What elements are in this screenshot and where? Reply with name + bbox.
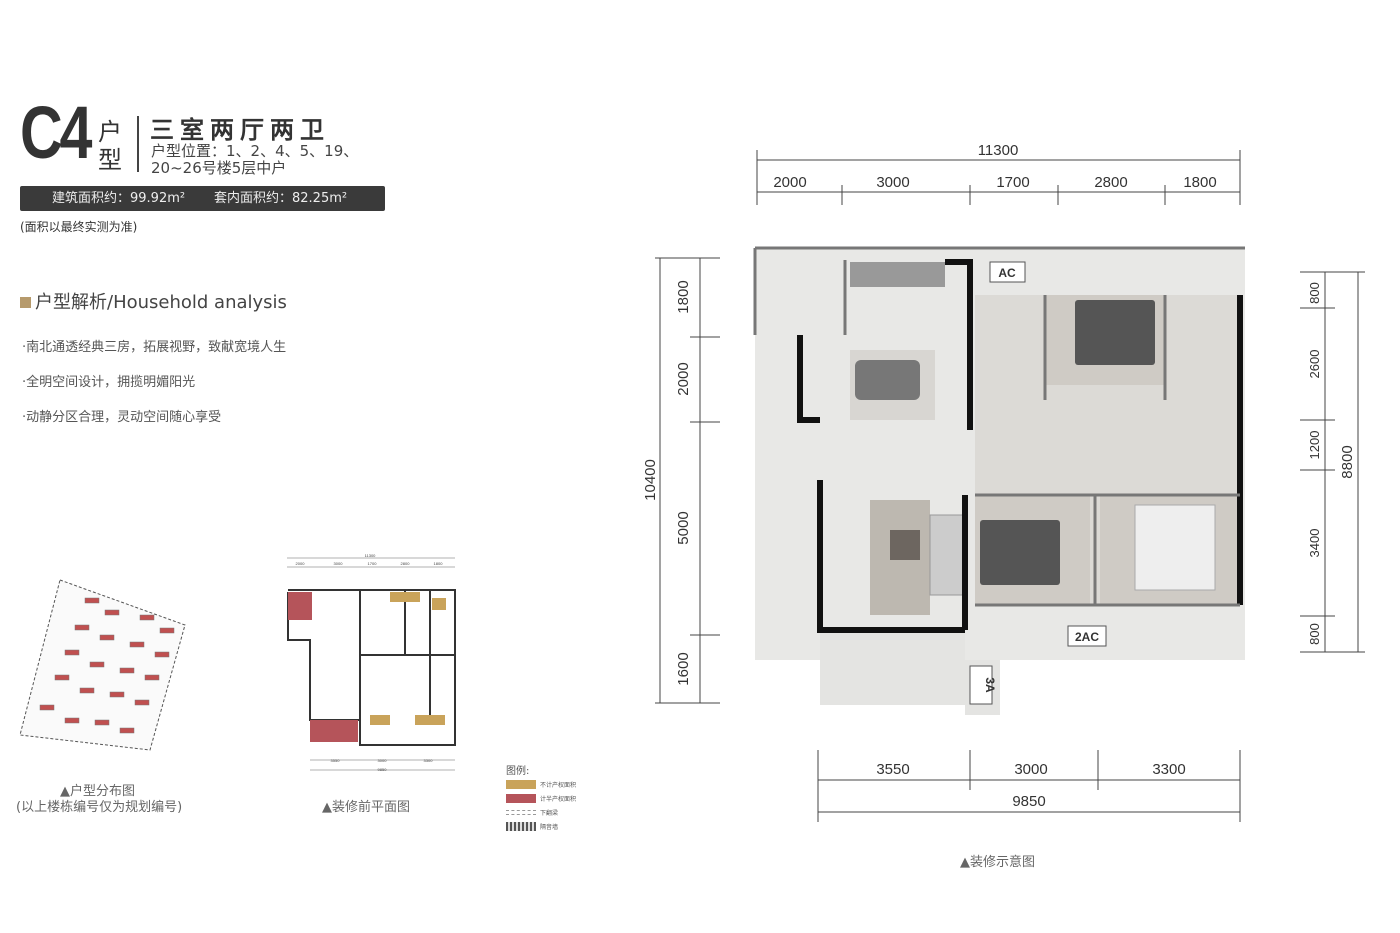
dim-right: 3400 xyxy=(1307,529,1322,558)
dim-label: 2800 xyxy=(401,561,411,566)
dim-right: 2600 xyxy=(1307,350,1322,379)
ac-label: AC xyxy=(998,266,1016,280)
dim-top: 2000 xyxy=(773,174,806,191)
dim-left: 5000 xyxy=(675,511,692,544)
dim-bottom: 3000 xyxy=(1014,761,1047,778)
legend-label: 计半产权面积 xyxy=(540,795,577,803)
dim-left: 2000 xyxy=(675,362,692,395)
dim-top-total: 11300 xyxy=(978,142,1019,159)
legend-label: 隔音墙 xyxy=(540,823,559,831)
site-map xyxy=(19,579,186,751)
area-bar: 建筑面积约：99.92m² 套内面积约：82.25m² xyxy=(20,186,385,211)
dim-top: 1800 xyxy=(1183,174,1216,191)
layout-title: 三室两厅两卫 xyxy=(150,116,330,144)
building-area: 建筑面积约：99.92m² xyxy=(52,191,186,206)
legend-item: 下翻梁 xyxy=(506,805,576,819)
legend-swatch xyxy=(506,821,536,831)
legend-item: 不计产权面积 xyxy=(506,777,576,791)
dim-label: 3000 xyxy=(334,561,344,566)
dim-right-total: 8800 xyxy=(1339,445,1356,478)
inner-area: 套内面积约：82.25m² xyxy=(214,191,348,206)
analysis-point: ·动静分区合理，灵动空间随心享受 xyxy=(22,410,222,425)
dim-right: 1200 xyxy=(1307,431,1322,460)
dim-label: 9850 xyxy=(378,767,388,772)
dim-left: 1800 xyxy=(675,280,692,313)
dim-bottom: 3550 xyxy=(876,761,909,778)
analysis-heading: 户型解析/Household analysis xyxy=(20,288,287,314)
area-note: (面积以最终实测为准) xyxy=(20,220,138,234)
square-icon xyxy=(20,297,31,308)
legend-label: 下翻梁 xyxy=(540,809,559,817)
dim-label: 2000 xyxy=(296,561,306,566)
legend-item: 隔音墙 xyxy=(506,819,576,833)
analysis-heading-text: 户型解析/Household analysis xyxy=(35,292,287,313)
site-map-caption: ▲户型分布图 xyxy=(60,784,135,799)
dim-top: 3000 xyxy=(876,174,909,191)
dim-label: 11300 xyxy=(365,553,377,558)
dim-label: 1700 xyxy=(368,561,378,566)
dim-label: 1800 xyxy=(434,561,444,566)
dim-label: 3300 xyxy=(424,758,434,763)
site-map-subcaption: (以上楼栋编号仅为规划编号) xyxy=(16,800,183,815)
analysis-point: ·南北通透经典三房，拓展视野，致献宽境人生 xyxy=(22,340,287,355)
unit-suffix: 户型 xyxy=(98,118,122,174)
ac-label: 3A xyxy=(983,677,997,693)
main-plan-caption: ▲装修示意图 xyxy=(960,855,1035,870)
dim-bottom: 3300 xyxy=(1152,761,1185,778)
dim-bottom-total: 9850 xyxy=(1012,793,1045,810)
dim-top: 2800 xyxy=(1094,174,1127,191)
dim-label: 3000 xyxy=(378,758,388,763)
legend-swatch xyxy=(506,809,536,815)
dim-right: 800 xyxy=(1307,282,1322,304)
pre-plan-caption: ▲装修前平面图 xyxy=(322,800,410,815)
legend-label: 不计产权面积 xyxy=(540,781,577,789)
dim-top: 1700 xyxy=(996,174,1029,191)
dim-left-total: 10400 xyxy=(642,459,659,501)
unit-code: C4 xyxy=(20,91,92,174)
analysis-point: ·全明空间设计，拥揽明媚阳光 xyxy=(22,375,196,390)
dim-right: 800 xyxy=(1307,623,1322,645)
pre-renovation-plan: 11300 2000 3000 1700 2800 1800 3550 3000… xyxy=(287,553,456,772)
legend-item: 计半产权面积 xyxy=(506,791,576,805)
dim-left: 1600 xyxy=(675,652,692,685)
unit-location: 户型位置：1、2、4、5、19、20~26号楼5层中户 xyxy=(151,142,359,177)
legend-title: 图例: xyxy=(506,766,530,777)
divider xyxy=(137,116,139,172)
legend-swatch xyxy=(506,793,536,803)
legend-swatch xyxy=(506,779,536,789)
ac-label: 2AC xyxy=(1075,630,1099,644)
legend: 图例: 不计产权面积 计半产权面积 下翻梁 隔音墙 xyxy=(506,762,576,833)
dim-label: 3550 xyxy=(331,758,341,763)
